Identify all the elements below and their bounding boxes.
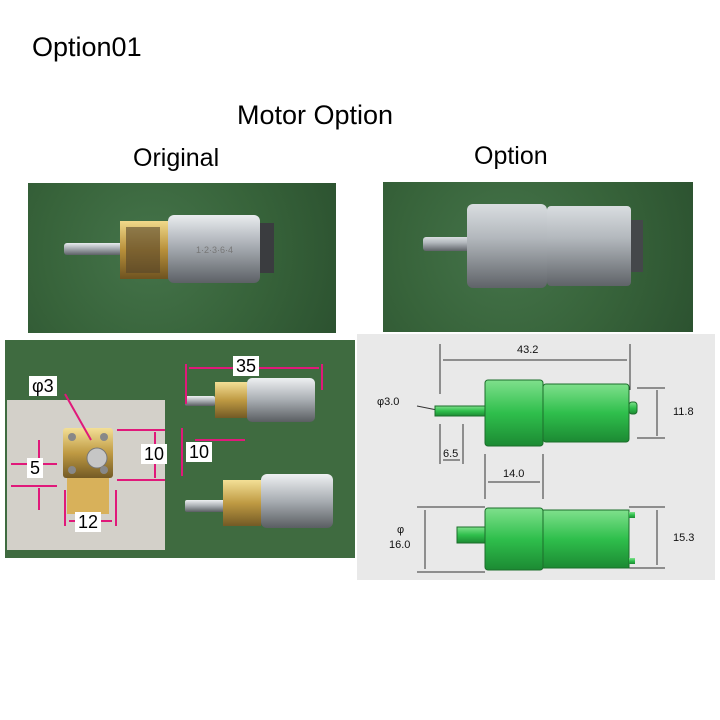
dimension-diagram	[11, 364, 333, 528]
shaft-diameter-label: φ3	[29, 376, 57, 396]
body-diameter-label: 16.0	[389, 539, 411, 551]
motor-height-label: 15.3	[673, 532, 695, 544]
option-dimension-drawing: 43.2 φ3.0 11.8 6.5 14.0 φ 16.0 15.3	[357, 334, 715, 580]
flat-height-label: 11.8	[673, 406, 694, 418]
option-motor-image	[423, 204, 643, 288]
original-heading: Original	[133, 144, 220, 172]
original-motor-image: 1·2·3·6·4	[64, 215, 274, 283]
option-heading: Option	[474, 142, 548, 170]
shaft-diameter-label: φ3.0	[377, 396, 400, 408]
shaft-length-label: 6.5	[443, 448, 459, 460]
original-dimension-photo: 35 φ3 10 10 5 12	[5, 340, 355, 558]
cad-drawing	[416, 344, 665, 573]
original-motor-photo: 1·2·3·6·4	[28, 183, 336, 333]
length-label: 35	[233, 356, 260, 376]
body-diameter-symbol: φ	[397, 524, 405, 536]
shaft-offset-label: 5	[27, 458, 44, 478]
section-title: Motor Option	[237, 100, 394, 130]
overall-length-label: 43.2	[517, 344, 539, 356]
flat-offset-label: 10	[186, 442, 213, 462]
width-label: 12	[75, 512, 102, 532]
height-label: 10	[141, 444, 168, 464]
option-motor-photo	[383, 182, 693, 332]
svg-text:1·2·3·6·4: 1·2·3·6·4	[196, 245, 233, 255]
page-title: Option01	[32, 32, 142, 62]
gearbox-length-label: 14.0	[503, 468, 525, 480]
